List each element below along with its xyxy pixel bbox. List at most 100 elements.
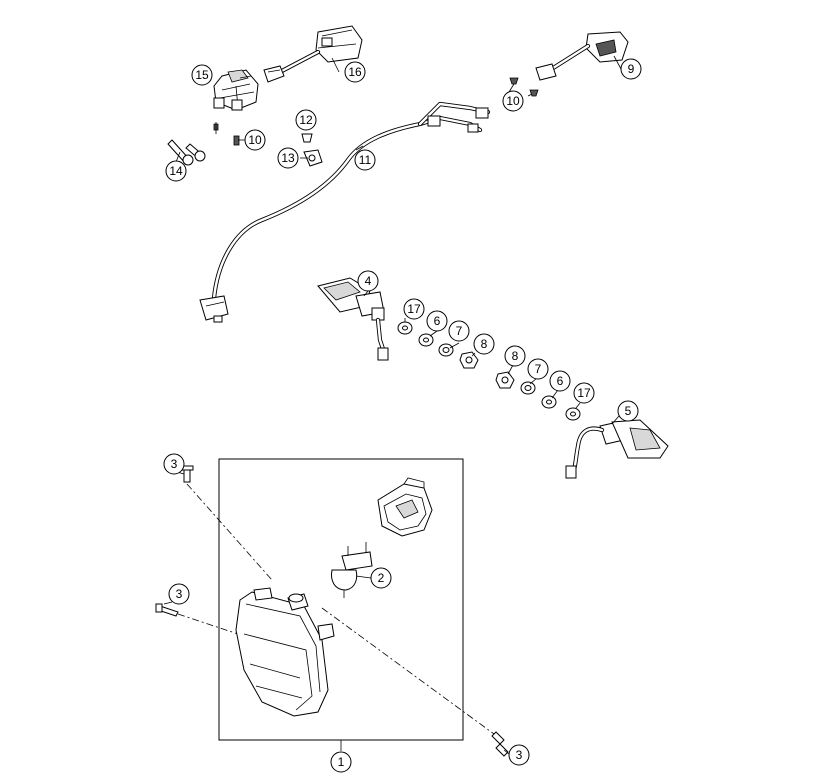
callout-c11: 11 <box>354 149 376 171</box>
callout-c10a: 10 <box>244 129 266 151</box>
callout-number: 1 <box>338 755 345 769</box>
part-7-lock-washer-left <box>438 343 454 357</box>
callout-number: 11 <box>359 153 372 167</box>
part-14-screws <box>167 139 206 166</box>
callout-number: 3 <box>516 748 523 762</box>
callout-c4: 4 <box>357 270 379 292</box>
headlight-dust-cap <box>377 477 433 537</box>
callout-number: 3 <box>176 587 183 601</box>
callout-c9: 9 <box>620 58 642 80</box>
callout-circle <box>277 147 299 169</box>
callout-number: 10 <box>248 133 262 147</box>
callout-c15: 15 <box>191 64 213 86</box>
part-3-screw-bottom <box>491 731 509 757</box>
callout-circle <box>191 64 213 86</box>
callout-c2: 2 <box>370 567 392 589</box>
callout-c6a: 6 <box>426 310 448 332</box>
part-6-washer-right <box>541 395 557 409</box>
callout-c3b: 3 <box>168 583 190 605</box>
part-16-connector-housing <box>263 25 363 83</box>
callout-c7b: 7 <box>527 358 549 380</box>
callout-circle <box>344 61 366 83</box>
callout-c17a: 17 <box>403 298 425 320</box>
callout-circle <box>403 298 425 320</box>
callout-circle <box>617 400 639 422</box>
callout-circle <box>620 58 642 80</box>
callout-c14: 14 <box>165 160 187 182</box>
part-17-washer-right <box>565 407 581 421</box>
callout-circle <box>357 270 379 292</box>
part-11-wiring-harness <box>199 101 491 323</box>
callout-c1: 1 <box>330 751 352 773</box>
callout-c17b: 17 <box>573 382 595 404</box>
callout-number: 6 <box>434 314 441 328</box>
callout-number: 17 <box>577 386 591 400</box>
callout-circle <box>168 583 190 605</box>
part-10-screw-right <box>233 135 240 146</box>
part-8-nut-left <box>459 351 479 369</box>
part-4-turn-indicator-left <box>317 277 389 361</box>
callout-c5: 5 <box>617 400 639 422</box>
callout-number: 9 <box>628 62 635 76</box>
part-10-screw-left <box>213 122 219 134</box>
part-8-nut-right <box>495 371 515 389</box>
callout-c6b: 6 <box>549 370 571 392</box>
callout-circle <box>573 382 595 404</box>
part-12-clip <box>301 133 313 143</box>
part-15-handlebar-switch <box>213 69 259 111</box>
callout-number: 17 <box>407 302 421 316</box>
callout-circle <box>370 567 392 589</box>
callout-circle <box>527 358 549 380</box>
part-2-headlight-bulb <box>331 542 373 598</box>
callout-circle <box>473 333 495 355</box>
callout-number: 13 <box>281 151 295 165</box>
callout-circle <box>163 453 185 475</box>
callout-number: 7 <box>456 324 463 338</box>
callout-number: 5 <box>625 404 632 418</box>
part-9-plate-lamp <box>535 31 629 81</box>
callout-c12: 12 <box>295 109 317 131</box>
assembly-line-left <box>177 613 245 637</box>
callout-number: 6 <box>557 374 564 388</box>
callout-number: 7 <box>535 362 542 376</box>
callout-c7a: 7 <box>448 320 470 342</box>
callout-number: 4 <box>365 274 372 288</box>
callout-circle <box>448 320 470 342</box>
callout-circle <box>295 109 317 131</box>
callout-circle <box>502 90 524 112</box>
callout-circle <box>508 744 530 766</box>
callout-number: 14 <box>169 164 183 178</box>
callout-number: 2 <box>378 571 385 585</box>
part-5-turn-indicator-right <box>565 419 669 479</box>
callout-c3a: 3 <box>163 453 185 475</box>
callout-circle <box>549 370 571 392</box>
callout-circle <box>426 310 448 332</box>
callout-circle <box>504 345 526 367</box>
callout-number: 3 <box>171 457 178 471</box>
callout-circle <box>330 751 352 773</box>
callout-number: 12 <box>299 113 313 127</box>
callout-c13: 13 <box>277 147 299 169</box>
callout-number: 10 <box>506 94 520 108</box>
callout-c16: 16 <box>344 61 366 83</box>
callout-number: 8 <box>481 337 488 351</box>
callout-c8b: 8 <box>504 345 526 367</box>
callout-c8a: 8 <box>473 333 495 355</box>
callout-leaders <box>163 55 622 755</box>
callout-labels: 15 16 10 12 13 14 11 9 10 4 17 6 7 8 8 7 6 17 5 3 3 2 3 1 <box>163 58 642 773</box>
part-13-rubber-grommet <box>303 149 323 167</box>
assembly-line-top <box>186 483 273 581</box>
part-17-washer-left <box>397 321 413 335</box>
callout-number: 16 <box>348 65 362 79</box>
callout-number: 15 <box>195 68 209 82</box>
part-6-washer-left <box>418 333 434 347</box>
callout-c3c: 3 <box>508 744 530 766</box>
headlight-housing <box>235 587 335 717</box>
callout-number: 8 <box>512 349 519 363</box>
callout-c10b: 10 <box>502 90 524 112</box>
part-3-screw-left <box>155 603 179 617</box>
callout-circle <box>244 129 266 151</box>
part-7-lock-washer-right <box>520 381 536 395</box>
assembly-line-bottom <box>321 607 495 735</box>
